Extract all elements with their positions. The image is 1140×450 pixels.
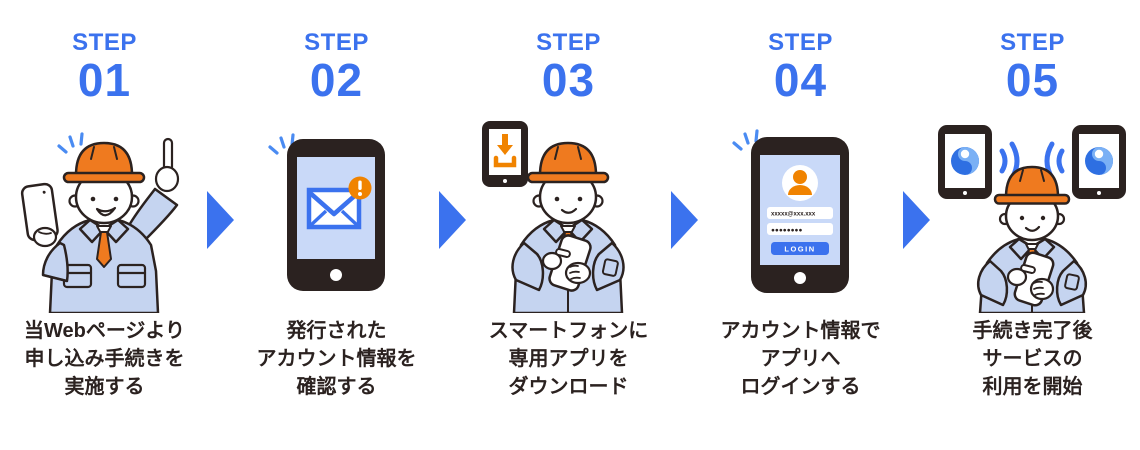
step-1-column: STEP 01 bbox=[2, 0, 207, 401]
login-button-label: LOGIN bbox=[784, 244, 815, 253]
arrow-right-icon bbox=[439, 191, 466, 249]
phone-mail-icon bbox=[268, 133, 385, 291]
caption-line: 確認する bbox=[296, 375, 377, 398]
step-3-column: STEP 03 bbox=[466, 0, 671, 401]
caption-line: サービスの bbox=[982, 347, 1083, 370]
step-1-caption: 当Webページより 申し込み手続きを 実施する bbox=[24, 317, 185, 401]
notification-badge-icon bbox=[348, 176, 372, 200]
step-1-label: STEP bbox=[72, 29, 137, 56]
step-4-illustration: xxxxx@xxx.xxx ●●●●●●●● LOGIN bbox=[698, 113, 903, 313]
step-4-caption: アカウント情報で アプリへ ログインする bbox=[721, 317, 881, 401]
tie-icon bbox=[96, 230, 112, 268]
caption-line: 当Webページより bbox=[23, 319, 186, 342]
user-avatar-icon bbox=[782, 164, 818, 201]
caption-line: 実施する bbox=[64, 375, 145, 398]
email-field bbox=[767, 206, 833, 219]
step-5-caption: 手続き完了後 サービスの 利用を開始 bbox=[973, 317, 1093, 401]
caption-line: アカウント情報で bbox=[720, 319, 881, 342]
password-field-value: ●●●●●●●● bbox=[771, 226, 802, 233]
step-1-illustration bbox=[2, 113, 207, 313]
caption-line: ログインする bbox=[740, 375, 861, 398]
caption-line: スマートフォンに bbox=[488, 319, 649, 342]
caption-line: 専用アプリを bbox=[508, 347, 629, 370]
step-2-illustration bbox=[234, 113, 439, 313]
step-3-illustration bbox=[466, 113, 671, 313]
step-5-column: STEP 05 bbox=[930, 0, 1135, 401]
step-5-number: 05 bbox=[1005, 54, 1060, 107]
step-1-number: 01 bbox=[77, 54, 132, 107]
step-2-column: STEP 02 bbox=[234, 0, 439, 401]
caption-line: アプリへ bbox=[760, 347, 841, 370]
step-2-label: STEP bbox=[304, 29, 369, 56]
password-field bbox=[767, 222, 833, 235]
step-4-number: 04 bbox=[773, 54, 828, 107]
email-field-value: xxxxx@xxx.xxx bbox=[771, 211, 816, 217]
step-4-column: STEP 04 xxxxx@xxx.xxx ●●●●●●●● bbox=[698, 0, 903, 401]
worker-download-icon bbox=[482, 120, 625, 313]
caption-line: 発行された bbox=[286, 319, 387, 342]
arrow-right-icon bbox=[671, 191, 698, 249]
step-4-label: STEP bbox=[768, 29, 833, 56]
signup-steps-flow: STEP 01 bbox=[2, 0, 1135, 401]
login-button bbox=[771, 241, 829, 255]
caption-line: ダウンロード bbox=[508, 375, 629, 398]
caption-line: 利用を開始 bbox=[982, 375, 1083, 398]
home-button-icon bbox=[330, 268, 342, 281]
caption-line: アカウント情報を bbox=[256, 347, 417, 370]
mail-icon bbox=[306, 187, 362, 229]
step-2-number: 02 bbox=[309, 54, 364, 107]
helmet-icon bbox=[74, 141, 134, 176]
sparkle-icon bbox=[732, 129, 759, 151]
arrow-right-icon bbox=[207, 191, 234, 249]
sparkle-icon bbox=[57, 132, 84, 154]
step-3-number: 03 bbox=[541, 54, 596, 107]
app-phone-left-icon bbox=[938, 124, 992, 199]
caption-line: 手続き完了後 bbox=[972, 319, 1093, 342]
caption-line: 申し込み手続きを bbox=[24, 347, 185, 370]
helmet-icon bbox=[538, 141, 598, 176]
helmet-icon bbox=[1004, 165, 1060, 198]
worker-pointing-icon bbox=[20, 132, 180, 313]
app-phone-right-icon bbox=[1072, 124, 1126, 199]
app-download-phone-icon bbox=[482, 120, 528, 187]
step-3-label: STEP bbox=[536, 29, 601, 56]
step-5-label: STEP bbox=[1000, 29, 1065, 56]
phone-login-icon: xxxxx@xxx.xxx ●●●●●●●● LOGIN bbox=[732, 129, 849, 293]
worker-service-icon bbox=[938, 124, 1126, 313]
step-5-illustration bbox=[930, 113, 1135, 313]
step-3-caption: スマートフォンに 専用アプリを ダウンロード bbox=[489, 317, 648, 401]
step-2-caption: 発行された アカウント情報を 確認する bbox=[257, 317, 417, 401]
home-button-icon bbox=[794, 271, 806, 284]
arrow-right-icon bbox=[903, 191, 930, 249]
